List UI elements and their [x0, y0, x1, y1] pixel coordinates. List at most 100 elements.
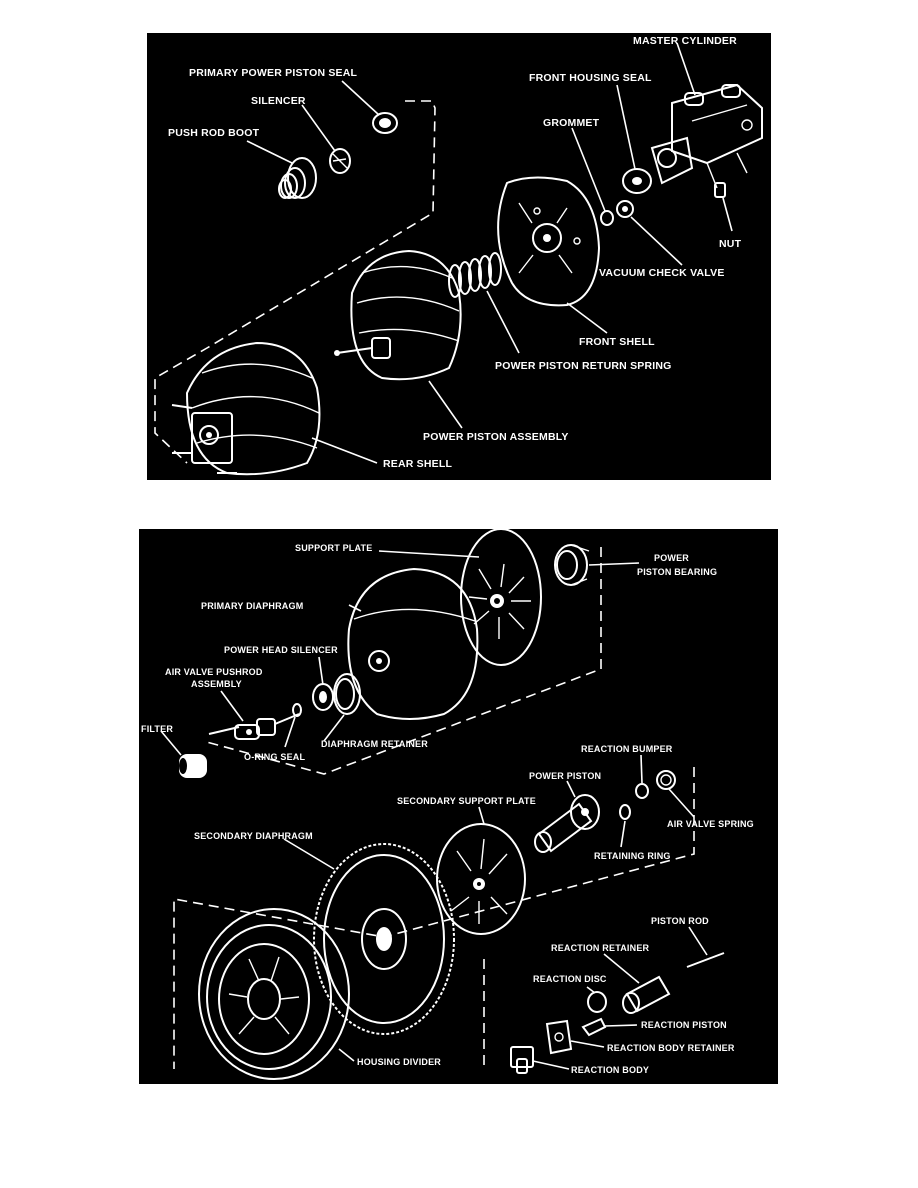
label-power-piston-return-spring: POWER PISTON RETURN SPRING [495, 360, 672, 372]
leader-master-cylinder [676, 42, 696, 96]
secondary-diaphragm-part [313, 843, 455, 1035]
label-master-cylinder: MASTER CYLINDER [633, 35, 737, 47]
booster-exploded-view-bottom: SUPPORT PLATE POWER PISTON BEARING PRIMA… [139, 529, 778, 1084]
label-reaction-retainer: REACTION RETAINER [551, 943, 650, 953]
leader-support-plate [378, 550, 480, 558]
assembly-guide-line [154, 100, 436, 464]
label-diaphragm-retainer: DIAPHRAGM RETAINER [321, 739, 428, 749]
booster-diagram-bottom-svg: SUPPORT PLATE POWER PISTON BEARING PRIMA… [141, 529, 754, 1080]
label-reaction-body-retainer: REACTION BODY RETAINER [607, 1043, 735, 1053]
secondary-support-plate-part [436, 823, 526, 935]
label-power-piston-assembly: POWER PISTON ASSEMBLY [423, 431, 569, 443]
leader-reaction-body-retainer [570, 1040, 605, 1048]
reaction-piston-part [581, 1017, 607, 1037]
housing-divider-part [198, 908, 350, 1080]
label-nut: NUT [719, 238, 742, 250]
label-power-head-silencer: POWER HEAD SILENCER [224, 645, 338, 655]
label-reaction-disc: REACTION DISC [533, 974, 607, 984]
rear-shell-part [171, 341, 321, 476]
label-silencer: SILENCER [251, 95, 306, 107]
label-primary-diaphragm: PRIMARY DIAPHRAGM [201, 601, 303, 611]
label-piston-rod: PISTON ROD [651, 916, 709, 926]
leader-secondary-support-plate [478, 806, 485, 825]
label-support-plate: SUPPORT PLATE [295, 543, 372, 553]
piston-rod-part [686, 952, 725, 968]
o-ring-seal-part [292, 703, 302, 717]
nut-part [714, 182, 726, 198]
power-head-silencer-part [312, 683, 334, 711]
leader-air-valve-spring [668, 788, 695, 818]
leader-primary-seal [341, 80, 380, 116]
label-primary-power-piston-seal: PRIMARY POWER PISTON SEAL [189, 67, 358, 79]
upper-assembly-guide [202, 547, 602, 775]
leader-o-ring-seal [284, 716, 296, 748]
label-reaction-body: REACTION BODY [571, 1065, 649, 1075]
reaction-body-retainer-part [545, 1019, 573, 1055]
master-cylinder-part [650, 83, 763, 189]
leader-air-valve-pushrod [220, 690, 244, 722]
push-rod-boot-part [278, 157, 317, 199]
retaining-ring-part [619, 804, 631, 820]
label-reaction-piston: REACTION PISTON [641, 1020, 727, 1030]
booster-exploded-view-top: MASTER CYLINDER PRIMARY POWER PISTON SEA… [147, 33, 771, 480]
label-filter: FILTER [141, 724, 173, 734]
label-reaction-bumper: REACTION BUMPER [581, 744, 673, 754]
label-power-piston-bearing-line2: PISTON BEARING [637, 567, 717, 577]
power-piston-bearing-part [554, 544, 590, 586]
label-secondary-diaphragm: SECONDARY DIAPHRAGM [194, 831, 313, 841]
leader-reaction-retainer [603, 953, 640, 984]
leader-reaction-bumper [640, 754, 643, 784]
reaction-disc-part [587, 991, 607, 1013]
leader-rear-shell [311, 437, 378, 464]
power-piston-part [534, 794, 600, 853]
leader-return-spring [486, 290, 520, 354]
vacuum-check-valve-part [616, 200, 634, 218]
grommet-part [600, 210, 614, 226]
filter-part [179, 754, 207, 778]
label-vacuum-check-valve: VACUUM CHECK VALVE [599, 267, 725, 279]
air-valve-spring-part [656, 770, 676, 790]
leader-reaction-body [532, 1060, 570, 1070]
diaphragm-retainer-part [333, 673, 361, 715]
leader-power-piston-bearing [588, 562, 640, 566]
middle-assembly-guide [173, 767, 695, 1069]
label-retaining-ring: RETAINING RING [594, 851, 671, 861]
label-push-rod-boot: PUSH ROD BOOT [168, 127, 260, 139]
air-valve-pushrod-part [208, 713, 300, 740]
label-o-ring-seal: O-RING SEAL [244, 752, 306, 762]
leader-power-head-silencer [318, 656, 324, 686]
reaction-body-part [510, 1046, 534, 1074]
leader-front-shell [566, 302, 608, 334]
leader-grommet [571, 127, 606, 212]
leader-power-piston [566, 780, 576, 798]
leader-filter [160, 730, 182, 756]
label-rear-shell: REAR SHELL [383, 458, 452, 470]
label-secondary-support-plate: SECONDARY SUPPORT PLATE [397, 796, 536, 806]
leader-silencer [301, 104, 336, 152]
label-grommet: GROMMET [543, 117, 600, 129]
booster-diagram-top-svg: MASTER CYLINDER PRIMARY POWER PISTON SEA… [154, 35, 763, 476]
leader-housing-divider [338, 1048, 355, 1062]
reaction-retainer-part [622, 975, 671, 1014]
front-housing-seal-part [622, 168, 652, 194]
primary-power-piston-seal-part [372, 112, 398, 134]
leader-push-rod-boot [246, 140, 293, 164]
label-front-housing-seal: FRONT HOUSING SEAL [529, 72, 652, 84]
reaction-bumper-part [635, 783, 649, 799]
leader-primary-diaphragm [348, 604, 362, 612]
leader-retaining-ring [620, 820, 626, 848]
silencer-part [329, 148, 351, 174]
label-power-piston: POWER PISTON [529, 771, 601, 781]
leader-piston-rod [688, 926, 708, 956]
leader-vacuum-check-valve [630, 216, 683, 266]
return-spring-part [448, 252, 502, 298]
label-air-valve-spring: AIR VALVE SPRING [667, 819, 754, 829]
label-power-piston-bearing-line1: POWER [654, 553, 689, 563]
power-piston-assembly-part [334, 249, 462, 381]
leader-reaction-disc [586, 986, 596, 994]
leader-front-housing-seal [616, 84, 636, 170]
label-air-valve-pushrod-line2: ASSEMBLY [191, 679, 242, 689]
leader-reaction-piston [604, 1024, 638, 1027]
support-plate-part [460, 529, 542, 666]
leader-diaphragm-retainer [323, 714, 345, 742]
